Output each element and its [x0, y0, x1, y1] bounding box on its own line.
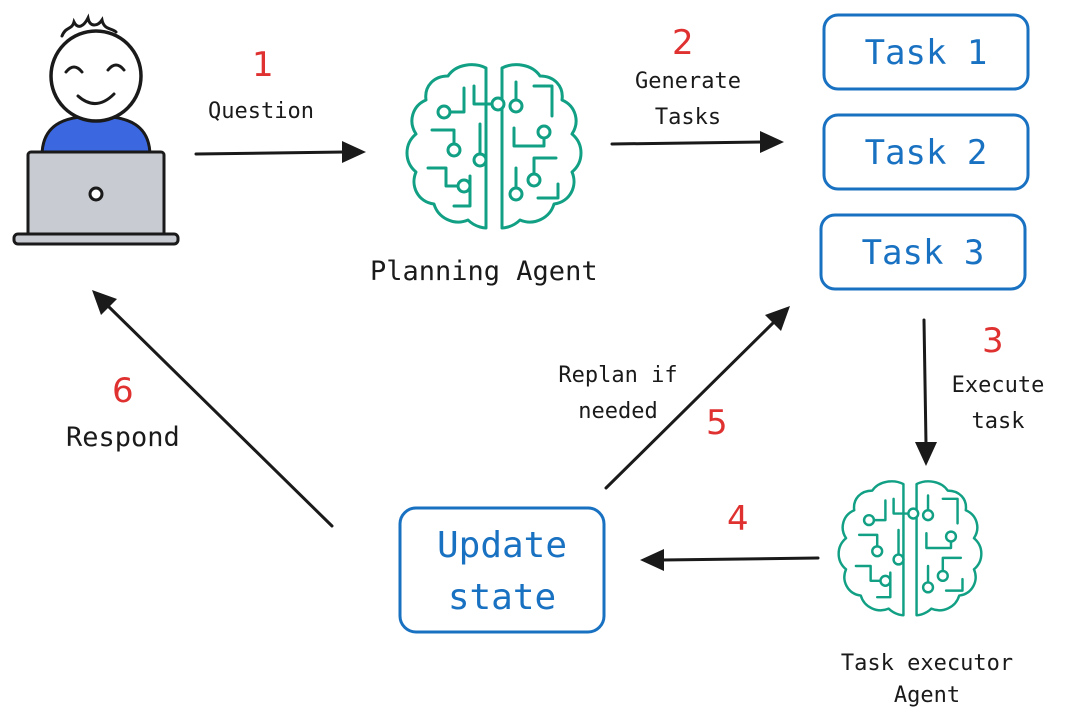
planning-agent-label: Planning Agent — [370, 256, 598, 287]
step-label-tasks: Tasks — [655, 105, 721, 130]
task-box: Task 2 — [822, 113, 1030, 191]
task-label: Task 1 — [865, 33, 988, 73]
step-label-respond: Respond — [66, 422, 180, 453]
executor-agent-label-line2: Agent — [894, 683, 960, 708]
update-state-box: Update state — [398, 506, 606, 634]
task-box: Task 1 — [822, 13, 1030, 91]
arrow-replan — [604, 306, 790, 490]
arrow-respond — [92, 290, 334, 528]
arrow-generate-tasks — [610, 131, 784, 153]
task-box: Task 3 — [819, 213, 1027, 291]
arrow-question — [194, 141, 366, 163]
step-number-1: 1 — [252, 45, 274, 85]
step-number-4: 4 — [727, 499, 749, 539]
step-label-needed: needed — [578, 399, 657, 424]
task-label: Task 3 — [862, 233, 985, 273]
planning-agent-brain-icon — [405, 63, 583, 230]
executor-agent-label-line1: Task executor — [841, 651, 1013, 676]
task-label: Task 2 — [865, 133, 988, 173]
step-label-question: Question — [208, 99, 314, 124]
arrow-execute-task — [915, 318, 937, 466]
executor-agent-brain-icon — [837, 480, 983, 617]
step-number-5: 5 — [706, 403, 728, 443]
update-state-line1: Update — [437, 525, 567, 566]
step-number-3: 3 — [982, 321, 1004, 361]
user-at-laptop-icon — [12, 13, 180, 246]
step-label-execute: Execute — [952, 373, 1045, 398]
update-state-line2: state — [448, 577, 556, 618]
step-label-generate: Generate — [635, 69, 741, 94]
step-label-task: task — [972, 409, 1025, 434]
step-number-6: 6 — [112, 371, 134, 411]
arrow-to-update-state — [640, 549, 820, 571]
step-label-replan: Replan if — [558, 363, 677, 388]
step-number-2: 2 — [672, 23, 694, 63]
